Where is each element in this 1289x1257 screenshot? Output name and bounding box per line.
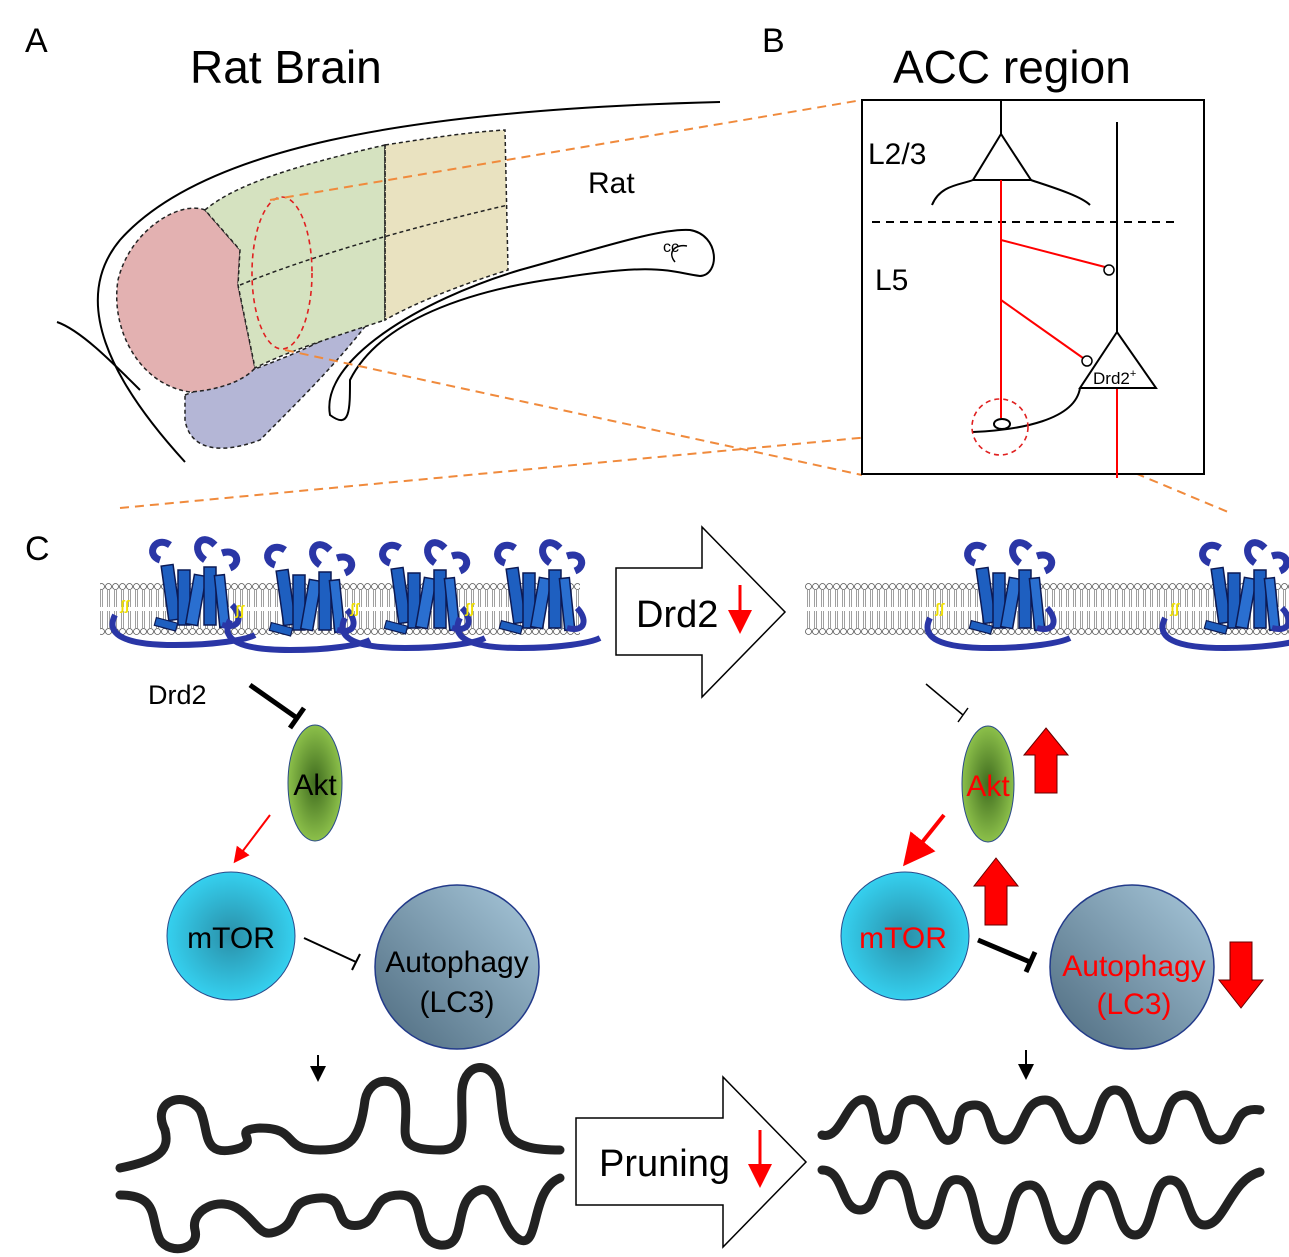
- region-purple: [184, 319, 372, 449]
- autophagy-right-label: Autophagy: [1062, 950, 1205, 983]
- drd2-neuron: [1078, 330, 1158, 389]
- autophagy-decrease-arrow-icon: [1217, 941, 1265, 1009]
- rat-brain-outline: [56, 101, 721, 463]
- lc3-left-label: (LC3): [419, 986, 494, 1019]
- autophagy-right: [1049, 884, 1215, 1050]
- cc-label: cc: [663, 239, 679, 256]
- akt-increase-arrow-icon: [1022, 727, 1070, 794]
- autophagy-left-label: Autophagy: [385, 946, 528, 979]
- mtor-increase-arrow-icon: [972, 857, 1020, 926]
- synapse-highlight: [971, 398, 1029, 456]
- autophagy-left: [374, 884, 540, 1050]
- pruning-down-arrow-shape: [575, 1075, 808, 1249]
- layer-l23: L2/3: [868, 138, 926, 171]
- mtor-left: [166, 871, 296, 1001]
- drd2-down-label: Drd2: [636, 594, 718, 636]
- drd2-neuron-label: Drd2+: [1093, 368, 1136, 388]
- panel-c-letter: C: [25, 530, 50, 568]
- axon: [1000, 180, 1118, 478]
- pruning-down-label: Pruning: [599, 1143, 730, 1185]
- panel-b-title: ACC region: [893, 41, 1131, 93]
- panel-b-letter: B: [762, 22, 785, 60]
- region-red: [116, 207, 256, 393]
- panel-a-letter: A: [25, 22, 48, 60]
- acc-box: [861, 99, 1205, 475]
- receptor-label: Drd2: [148, 680, 207, 710]
- akt-right-label: Akt: [966, 770, 1010, 803]
- dendrites-right: [817, 1085, 1265, 1245]
- mtor-right: [840, 871, 970, 1001]
- region-tan: [384, 129, 509, 322]
- acc-highlight: [251, 196, 313, 350]
- layer-l5: L5: [875, 264, 908, 297]
- akt-right: [961, 725, 1015, 843]
- mtor-right-label: mTOR: [859, 922, 947, 955]
- akt-left-label: Akt: [293, 769, 337, 802]
- lc3-right-label: (LC3): [1096, 988, 1171, 1021]
- dendrites-left: [115, 1063, 565, 1254]
- species-label: Rat: [588, 167, 635, 200]
- panel-a-title: Rat Brain: [190, 41, 382, 93]
- drd2-down-arrow-shape: [615, 525, 787, 699]
- akt-left: [287, 724, 343, 842]
- mtor-left-label: mTOR: [187, 922, 275, 955]
